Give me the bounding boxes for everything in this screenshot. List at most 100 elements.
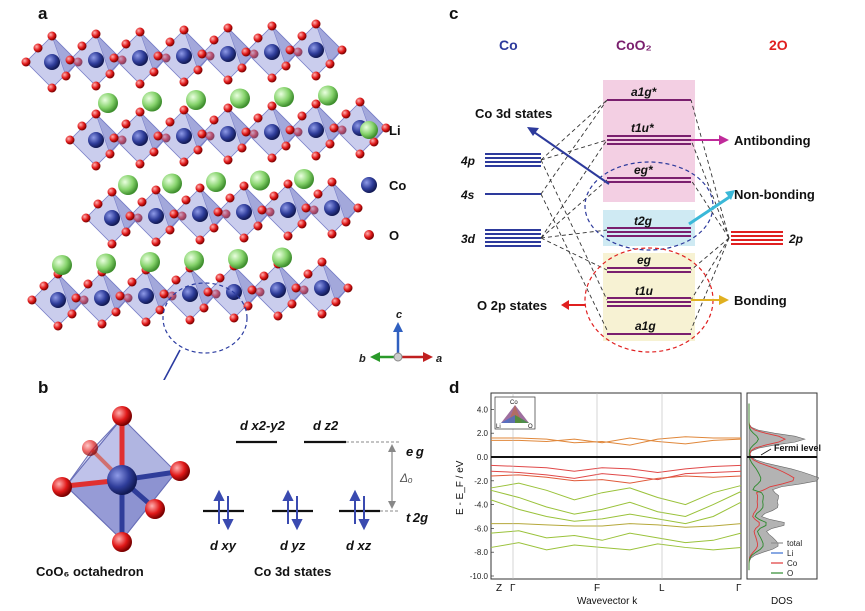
mo-label-t1u: t1u (635, 284, 654, 298)
li-atom (140, 252, 160, 272)
coo6-unit (27, 269, 89, 331)
band-line (491, 436, 741, 446)
coo6-unit (65, 109, 127, 171)
o-legend-label: O (389, 228, 399, 243)
mo-label-a1g: a1g (635, 319, 656, 333)
co3d-caption: Co 3d states (254, 564, 331, 579)
y-tick-label: 0.0 (477, 453, 489, 462)
k-point-label: Γ (510, 583, 516, 594)
axis-label-c: c (396, 309, 402, 321)
coo6-unit (21, 31, 83, 93)
k-point-label: Z (496, 583, 502, 594)
coo6-unit (285, 19, 347, 81)
band-line (490, 542, 742, 551)
li-atom (118, 175, 138, 195)
li-atom (272, 247, 292, 268)
coo6-unit (169, 183, 231, 245)
antibonding-label: Antibonding (734, 133, 811, 148)
panel-letter-b: b (38, 378, 49, 397)
co-legend-marker (361, 177, 377, 193)
dos-curves (748, 403, 820, 571)
li-atom (96, 253, 116, 274)
band-line (490, 499, 742, 525)
li-atoms (52, 85, 338, 275)
zoom-arrow-line (163, 349, 181, 380)
coo6-unit (213, 181, 275, 243)
bonding-label: Bonding (734, 293, 787, 308)
li-atom (184, 250, 204, 271)
band-line (490, 470, 742, 481)
coo6-unit (301, 177, 363, 239)
dos-o-curve (748, 403, 767, 571)
co3d-arrow (530, 129, 610, 185)
delta-label: Δₒ (399, 471, 413, 485)
dos-co-curve (748, 403, 795, 571)
co-level-3d: 3d (461, 232, 476, 246)
dos-legend-label: O (787, 569, 793, 578)
header-co: Co (499, 37, 518, 53)
coo6-unit (65, 29, 127, 91)
coo6-unit (241, 101, 303, 163)
o-legend-marker (364, 230, 374, 240)
li-atom (318, 85, 338, 106)
band-lines (490, 436, 742, 551)
band-line (490, 474, 742, 484)
li-atom (294, 169, 314, 189)
atom-legend: Li Co O (360, 121, 406, 243)
coo2-layers (21, 19, 391, 331)
y-tick-label: -4.0 (474, 501, 488, 510)
co-level-4s: 4s (460, 188, 475, 202)
coo6-unit (257, 179, 319, 241)
projection-triangle-inset (494, 396, 536, 430)
x-axis-label: Wavevector k (577, 596, 638, 607)
dos-legend-label: total (787, 539, 802, 548)
coo6-unit (71, 267, 133, 329)
fermi-level-label: Fermi level (774, 443, 821, 453)
li-atom (274, 87, 294, 107)
mo-label-a1g-star: a1g* (631, 85, 658, 99)
y-axis-label: E - E_F / eV (455, 460, 466, 515)
spin-arrows (213, 489, 370, 531)
band-line (491, 437, 742, 445)
y-tick-label: 2.0 (477, 429, 489, 438)
correlation-lines (540, 99, 730, 331)
orbital-label-dyz: d yz (280, 538, 306, 553)
axis-label-a: a (436, 353, 442, 365)
header-coo2: CoO₂ (616, 37, 652, 53)
coo6-unit (153, 105, 215, 167)
li-atom (186, 90, 206, 110)
co3d-ellipse (584, 161, 714, 251)
orbital-label-dxz: d xz (346, 538, 372, 553)
t2g-label: t 2g (406, 510, 428, 525)
coo6-unit (115, 265, 177, 327)
band-line (490, 482, 742, 506)
li-atom (228, 249, 248, 269)
panel-letter-d: d (449, 378, 460, 397)
y-tick-label: -10.0 (470, 572, 489, 581)
dos-axis-label: DOS (771, 596, 793, 607)
coo6-unit (285, 99, 347, 161)
mo-label-eg: eg (637, 253, 652, 267)
mo-levels (607, 99, 691, 335)
coo6-unit (153, 25, 215, 87)
k-point-label: L (659, 583, 665, 594)
orbital-label-dxy: d xy (210, 538, 237, 553)
crystal-field-figure: CoO₆ octahedron Δₒ e g t 2g d x2-y2 d z2… (36, 406, 428, 579)
panel-letter-c: c (449, 4, 459, 23)
co-level-4p: 4p (460, 154, 475, 168)
coo6-unit (109, 107, 171, 169)
o-level-2p: 2p (788, 232, 803, 246)
li-legend-label: Li (389, 123, 401, 138)
nonbonding-arrow (688, 194, 732, 226)
li-legend-marker (360, 121, 378, 139)
o2p-levels (731, 231, 783, 245)
li-atom (250, 170, 270, 191)
eg-label: e g (406, 444, 424, 459)
mo-diagram: Co CoO₂ 2O 4p 4s 3d 2p (460, 37, 815, 353)
octahedron-caption: CoO₆ octahedron (36, 564, 144, 579)
co-legend-label: Co (389, 178, 406, 193)
li-atom (230, 88, 250, 109)
